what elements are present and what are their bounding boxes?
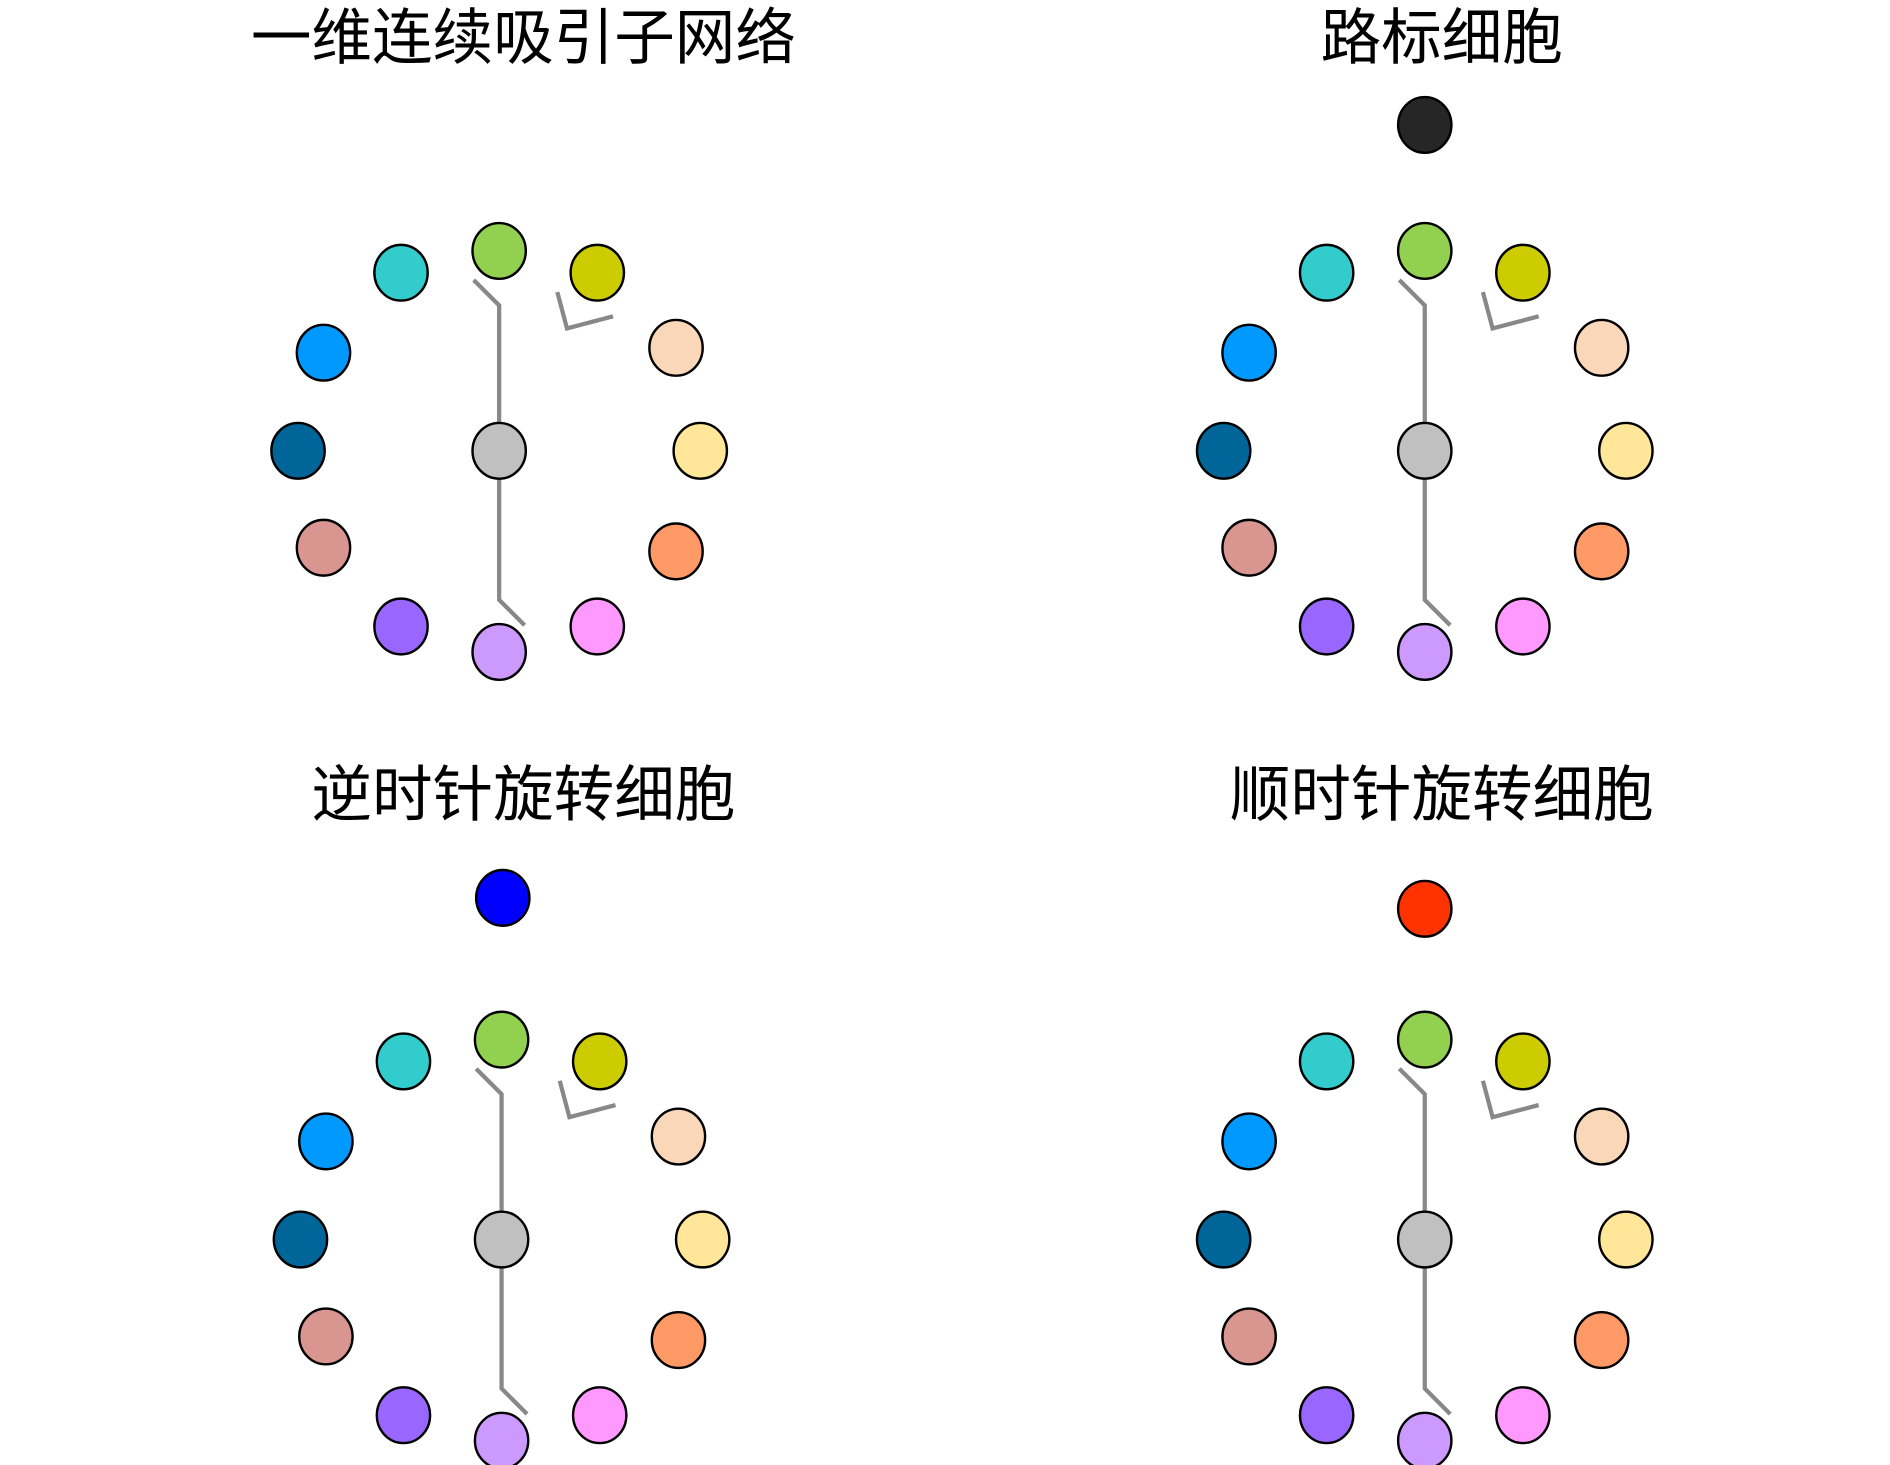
ring-cell bbox=[650, 1311, 707, 1370]
ring-cell bbox=[1298, 243, 1355, 302]
ring-cell bbox=[1221, 323, 1277, 382]
panel-landmark-cells: 路标细胞 bbox=[1195, 3, 1654, 682]
ring-cell bbox=[1221, 1112, 1277, 1171]
ring-cell bbox=[298, 1112, 354, 1171]
ring-cell bbox=[571, 1032, 628, 1091]
center-cell bbox=[1396, 1210, 1453, 1269]
extra-cell bbox=[1396, 879, 1453, 938]
ring-cell bbox=[375, 1386, 432, 1445]
ring-cell bbox=[1298, 1032, 1355, 1091]
ring-cell bbox=[648, 522, 704, 581]
panel-ccw-rotation-cells: 逆时针旋转细胞 bbox=[272, 760, 735, 1465]
ring-cell bbox=[375, 1032, 432, 1091]
ring-cell bbox=[373, 597, 429, 656]
ring-cell bbox=[1396, 1411, 1453, 1465]
ring-cell bbox=[569, 597, 626, 656]
ring-cell bbox=[1598, 421, 1654, 480]
ring-cell bbox=[295, 323, 352, 382]
ring-cell bbox=[373, 243, 429, 302]
ring-cell bbox=[471, 622, 528, 682]
ring-cell bbox=[298, 1307, 354, 1366]
ring-cell bbox=[1298, 1386, 1355, 1445]
ring-cell bbox=[1396, 1010, 1453, 1069]
ring-cell bbox=[1195, 421, 1252, 480]
ring-cell bbox=[1195, 1210, 1252, 1269]
ring-cell bbox=[295, 518, 352, 577]
center-cell bbox=[473, 1210, 530, 1269]
connection-line bbox=[497, 478, 527, 627]
ring-cell bbox=[270, 421, 326, 480]
ring-cell bbox=[1221, 1307, 1277, 1366]
ring-cell bbox=[1495, 597, 1551, 656]
panel-1d-attractor: 一维连续吸引子网络 bbox=[251, 3, 796, 682]
ring-cell bbox=[1573, 522, 1630, 581]
connection-line bbox=[474, 1067, 504, 1213]
extra-cell bbox=[474, 868, 531, 927]
panel-title: 顺时针旋转细胞 bbox=[1230, 760, 1654, 830]
ring-cell bbox=[1495, 1032, 1551, 1091]
panel-title: 路标细胞 bbox=[1321, 3, 1563, 73]
ring-cell bbox=[569, 243, 626, 302]
ring-cell bbox=[471, 221, 528, 280]
ring-cell bbox=[648, 318, 704, 377]
center-cell bbox=[1396, 421, 1453, 480]
panel-cw-rotation-cells: 顺时针旋转细胞 bbox=[1195, 760, 1654, 1465]
ring-cell bbox=[650, 1107, 707, 1166]
ring-cell bbox=[1396, 622, 1453, 682]
ring-cell bbox=[272, 1210, 329, 1269]
connection-line bbox=[1422, 1267, 1452, 1416]
ring-cell bbox=[1298, 597, 1355, 656]
panel-title: 逆时针旋转细胞 bbox=[311, 760, 735, 830]
connection-line bbox=[1397, 278, 1427, 425]
ring-cell bbox=[1495, 243, 1551, 302]
ring-cell bbox=[1573, 318, 1630, 377]
ring-cell bbox=[1598, 1210, 1654, 1269]
rotation-arrow bbox=[557, 1080, 617, 1120]
ring-cell bbox=[473, 1411, 530, 1465]
ring-cell bbox=[1221, 518, 1277, 577]
extra-cell bbox=[1396, 95, 1453, 154]
rotation-arrow bbox=[1480, 291, 1540, 332]
panel-title: 一维连续吸引子网络 bbox=[251, 3, 796, 73]
ring-cell bbox=[1495, 1386, 1551, 1445]
ring-cell bbox=[1573, 1311, 1630, 1370]
center-cell bbox=[471, 421, 528, 480]
ring-cell bbox=[1573, 1107, 1630, 1166]
connection-line bbox=[499, 1267, 529, 1416]
connection-line bbox=[472, 278, 502, 425]
ring-cell bbox=[672, 421, 729, 480]
ring-cell bbox=[1396, 221, 1453, 280]
connection-line bbox=[1422, 478, 1452, 627]
rotation-arrow bbox=[1480, 1080, 1540, 1120]
ring-cell bbox=[674, 1210, 731, 1269]
ring-cell bbox=[473, 1010, 530, 1069]
rotation-arrow bbox=[555, 291, 614, 332]
ring-cell bbox=[571, 1386, 628, 1445]
connection-line bbox=[1397, 1067, 1427, 1213]
